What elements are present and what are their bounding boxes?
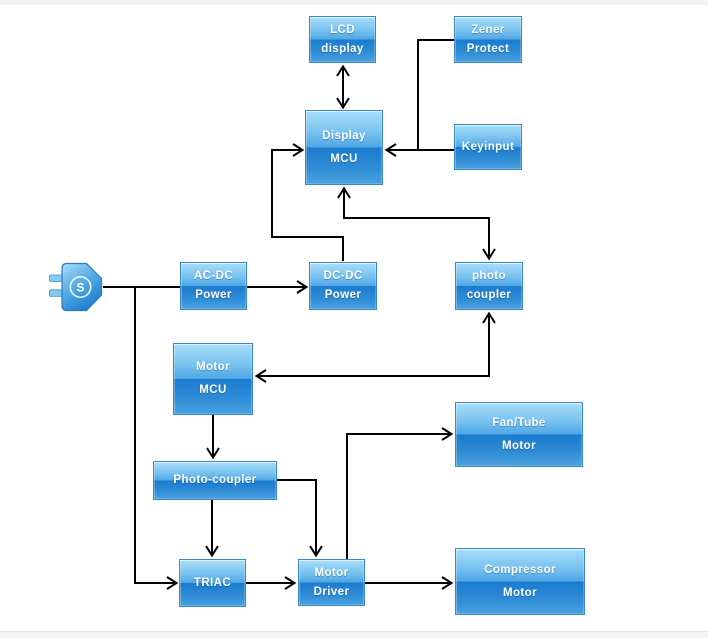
node-display-mcu: Display MCU [305, 110, 383, 185]
node-photo-coupler: photo coupler [455, 262, 523, 310]
page-bottom-strip [0, 631, 708, 638]
node-photo-coupler-isolator: Photo-coupler [153, 461, 277, 500]
page-top-strip [0, 0, 708, 5]
wire-photocoupler-to-motor-driver [277, 479, 323, 558]
plug-letter: S [76, 281, 84, 295]
wire-photo-coupler-motor-mcu [254, 311, 496, 383]
node-dc-dc-power: DC-DC Power [309, 262, 377, 310]
node-zener-protect: Zener Protect [454, 16, 522, 63]
power-plug-icon: S [49, 262, 103, 312]
node-ac-dc-power: AC-DC Power [180, 262, 247, 310]
node-motor-mcu: Motor MCU [173, 343, 253, 415]
wire-motor-driver-to-fan-tube [346, 427, 454, 559]
node-compressor-motor: Compressor Motor [455, 548, 585, 615]
node-triac: TRIAC [179, 559, 246, 607]
node-fan-tube-motor: Fan/Tube Motor [455, 402, 583, 467]
node-motor-driver: Motor Driver [298, 559, 365, 606]
node-lcd-display: LCD display [309, 16, 376, 63]
wire-zener-join [417, 39, 454, 149]
wire-display-mcu-photo-coupler [337, 186, 496, 261]
wire-mains-to-triac [134, 287, 179, 590]
node-keyinput: Keyinput [454, 124, 522, 170]
